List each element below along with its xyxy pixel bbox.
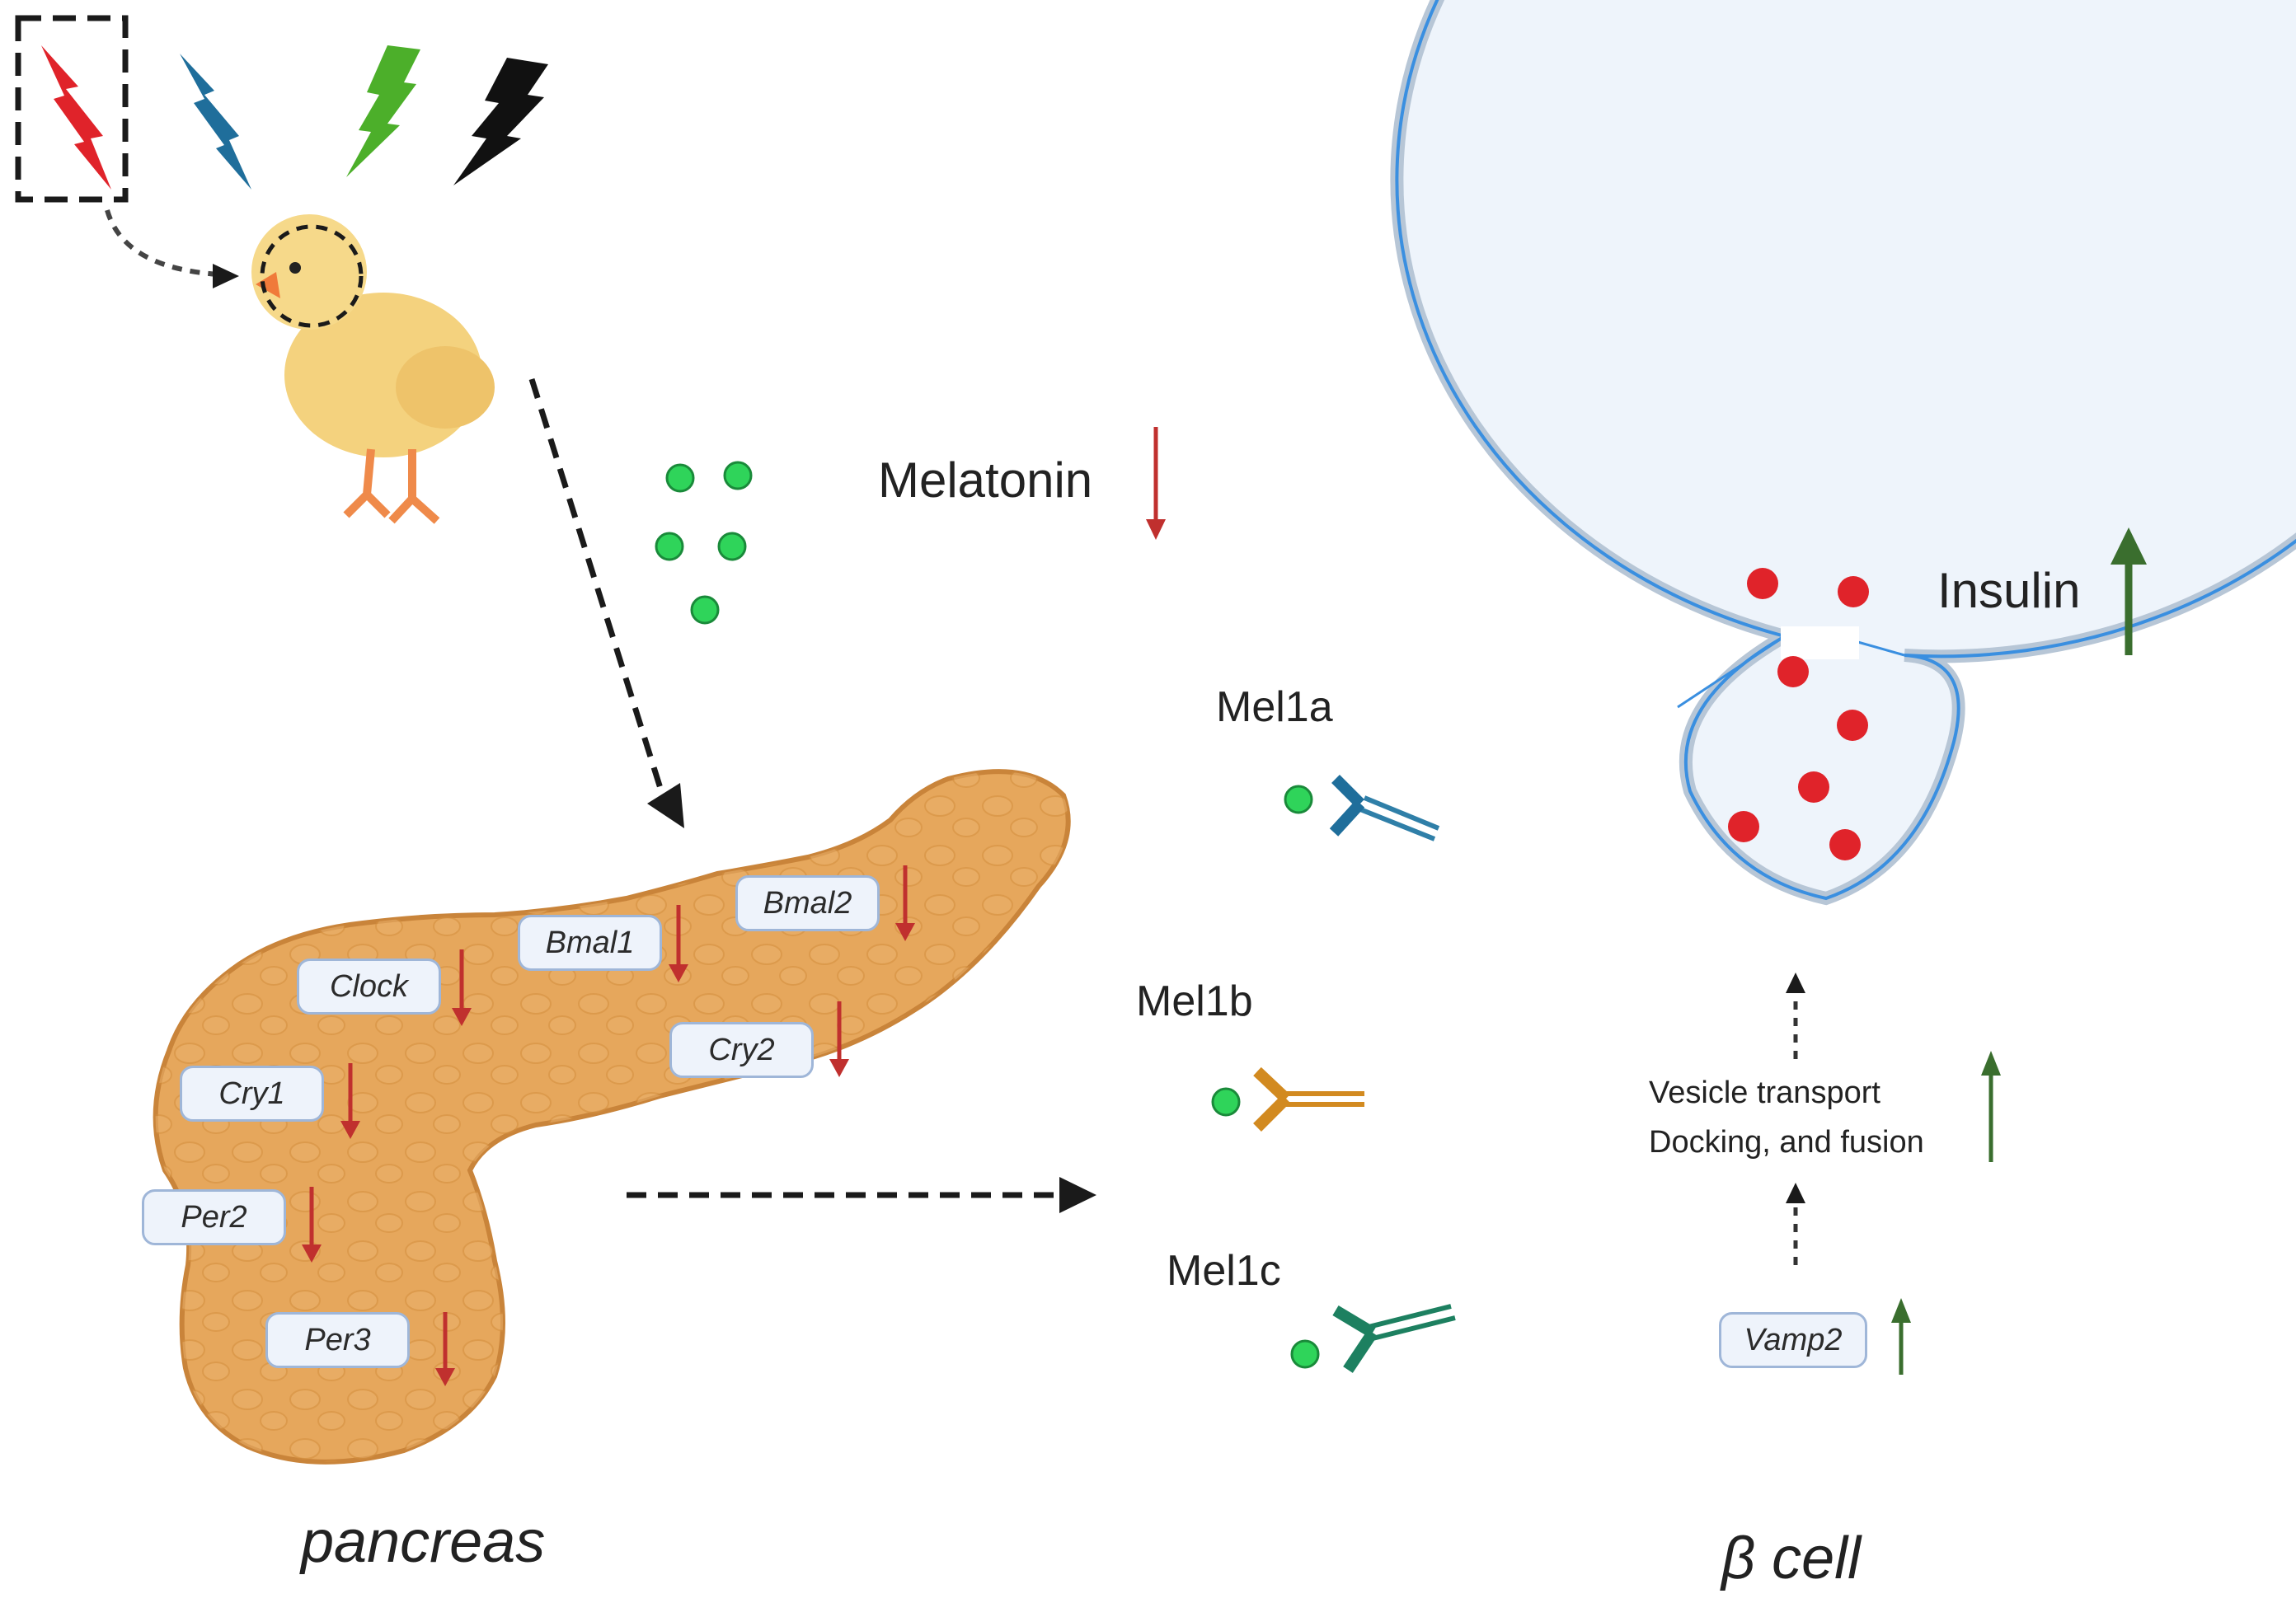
light-to-eye-arrow	[105, 209, 219, 277]
insulin-up-arrowhead	[2111, 527, 2147, 565]
beta-cell-title: β cell	[1721, 1526, 1862, 1591]
vesicle-up-arrowhead	[1981, 1051, 2001, 1076]
chick-icon	[251, 214, 495, 524]
docking-fusion-label: Docking, and fusion	[1649, 1125, 1924, 1160]
chick-to-pancreas-arrow	[528, 377, 671, 813]
pancreas-texture	[155, 771, 1068, 1462]
mel1b-ligand-dot	[1211, 1087, 1241, 1117]
vesicle-transport-label: Vesicle transport	[1649, 1076, 1880, 1110]
vesicle-transport-arrowhead	[1786, 973, 1805, 993]
gene-box-vamp2: Vamp2	[1719, 1312, 1867, 1368]
pancreas-title: pancreas	[301, 1509, 546, 1575]
chick-to-pancreas-arrowhead	[647, 783, 684, 828]
gene-box-bmal2: Bmal2	[735, 875, 880, 931]
red-bolt-icon	[41, 45, 111, 190]
melatonin-down-arrowhead	[1146, 519, 1166, 540]
green-bolt-icon	[346, 45, 420, 177]
highlight-box	[15, 15, 129, 203]
mel1a-ligand-dot	[1284, 785, 1313, 814]
gene-down-arrows	[302, 865, 915, 1386]
beta-cell	[1390, 0, 2296, 906]
vamp2-to-vesicle-arrowhead	[1786, 1183, 1805, 1203]
mel1c-ligand-dot	[1290, 1339, 1320, 1369]
insulin-dots	[1728, 568, 1869, 860]
light-to-eye-arrowhead	[213, 264, 239, 288]
black-bolt-icon	[453, 58, 548, 185]
gene-box-bmal1: Bmal1	[518, 915, 662, 971]
mel1a-receptor-icon	[1329, 775, 1440, 841]
mel1a-label: Mel1a	[1216, 683, 1333, 731]
gene-box-per3: Per3	[265, 1312, 410, 1368]
mel1c-receptor-icon	[1332, 1304, 1456, 1373]
mel1c-label: Mel1c	[1167, 1247, 1281, 1295]
melatonin-label: Melatonin	[878, 452, 1093, 508]
gene-box-cry2: Cry2	[669, 1022, 814, 1078]
gene-box-cry1: Cry1	[180, 1066, 324, 1122]
melatonin-dots	[655, 461, 753, 625]
gene-box-clock: Clock	[297, 959, 441, 1015]
vamp2-up-arrowhead	[1891, 1298, 1911, 1323]
pancreas-to-cell-arrowhead	[1059, 1177, 1096, 1213]
mel1b-receptor-icon	[1253, 1066, 1364, 1132]
gene-box-per2: Per2	[142, 1189, 286, 1245]
insulin-label: Insulin	[1937, 563, 2081, 618]
mel1b-label: Mel1b	[1136, 977, 1253, 1025]
blue-bolt-icon	[180, 54, 251, 190]
